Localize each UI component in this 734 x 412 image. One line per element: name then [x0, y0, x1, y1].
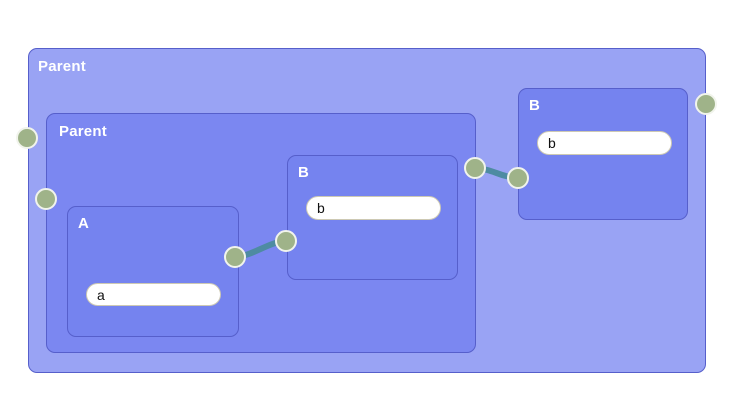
node-a-field-text: a [97, 286, 105, 303]
node-b-outer-label: B [529, 97, 541, 114]
node-b-outer-field-text: b [548, 135, 556, 151]
node-b-inner[interactable]: B b [287, 155, 458, 280]
node-b-outer-field[interactable]: b [537, 131, 672, 155]
node-b-inner-field-text: b [317, 200, 325, 216]
node-parent-outer-label: Parent [38, 58, 86, 75]
node-a-field[interactable]: a [86, 283, 221, 306]
node-b-inner-label: B [298, 164, 310, 181]
node-b-inner-field[interactable]: b [306, 196, 441, 220]
port-parent-inner-right[interactable] [464, 157, 486, 179]
port-b-inner-left[interactable] [275, 230, 297, 252]
port-parent-outer-left[interactable] [16, 127, 38, 149]
node-a[interactable]: A a [67, 206, 239, 337]
port-a-right[interactable] [224, 246, 246, 268]
port-b-outer-left[interactable] [507, 167, 529, 189]
node-parent-outer[interactable]: Parent Parent A a B b B b [28, 48, 706, 373]
node-parent-inner-label: Parent [59, 123, 107, 140]
port-parent-outer-right[interactable] [695, 93, 717, 115]
port-parent-inner-left[interactable] [35, 188, 57, 210]
node-parent-inner[interactable]: Parent A a B b [46, 113, 476, 353]
node-b-outer[interactable]: B b [518, 88, 688, 220]
node-a-label: A [78, 215, 90, 232]
